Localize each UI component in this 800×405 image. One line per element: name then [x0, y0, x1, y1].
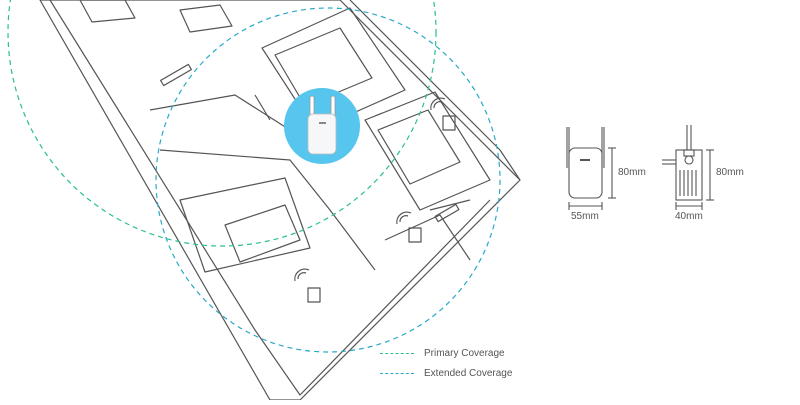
front-height-label: 80mm: [618, 167, 646, 178]
extender-body: [307, 113, 337, 155]
room-top-mid: [179, 4, 233, 33]
device-bottom: [307, 287, 321, 303]
extended-coverage-label: Extended Coverage: [424, 367, 513, 379]
bed-upper: [274, 27, 373, 107]
primary-coverage-label: Primary Coverage: [424, 347, 505, 359]
primary-coverage-circle: [7, 0, 437, 247]
range-extender-device: [284, 88, 360, 164]
wifi-signals: [294, 97, 446, 282]
front-body: [568, 147, 603, 199]
wifi-signal-icon: [396, 211, 412, 225]
legend-primary: Primary Coverage: [380, 343, 512, 363]
primary-coverage-swatch: [380, 352, 414, 354]
wall-segment: [429, 199, 471, 211]
extended-coverage-circle: [155, 7, 501, 353]
legend-extended: Extended Coverage: [380, 363, 512, 383]
inner-wall-bottom: [49, 0, 491, 396]
room-lower-left: [179, 177, 311, 273]
outer-wall-right: [349, 0, 521, 181]
door-a: [254, 94, 271, 121]
bed-right: [377, 109, 461, 185]
building-outline: [39, 0, 521, 401]
wifi-signal-icon: [430, 97, 446, 111]
coverage-legend: Primary Coverage Extended Coverage: [380, 343, 512, 383]
front-width-label: 55mm: [571, 211, 599, 222]
brand-logo-icon: [319, 122, 326, 124]
side-height-label: 80mm: [716, 167, 744, 178]
wifi-signal-icon: [294, 268, 310, 282]
corridor-wall-2: [159, 149, 376, 271]
floor-plan: [39, 0, 521, 401]
extended-coverage-swatch: [380, 372, 414, 374]
device-right: [442, 115, 456, 131]
device-center: [408, 227, 422, 243]
side-view: [662, 125, 714, 210]
table: [160, 63, 192, 87]
room-right: [364, 91, 491, 211]
dimension-drawings: [566, 125, 714, 210]
shelf: [434, 203, 460, 223]
room-top-left: [79, 0, 136, 23]
side-depth-label: 40mm: [675, 211, 703, 222]
front-view: [566, 127, 616, 210]
wall-segment-2: [384, 214, 471, 261]
bed-lower: [224, 204, 301, 263]
